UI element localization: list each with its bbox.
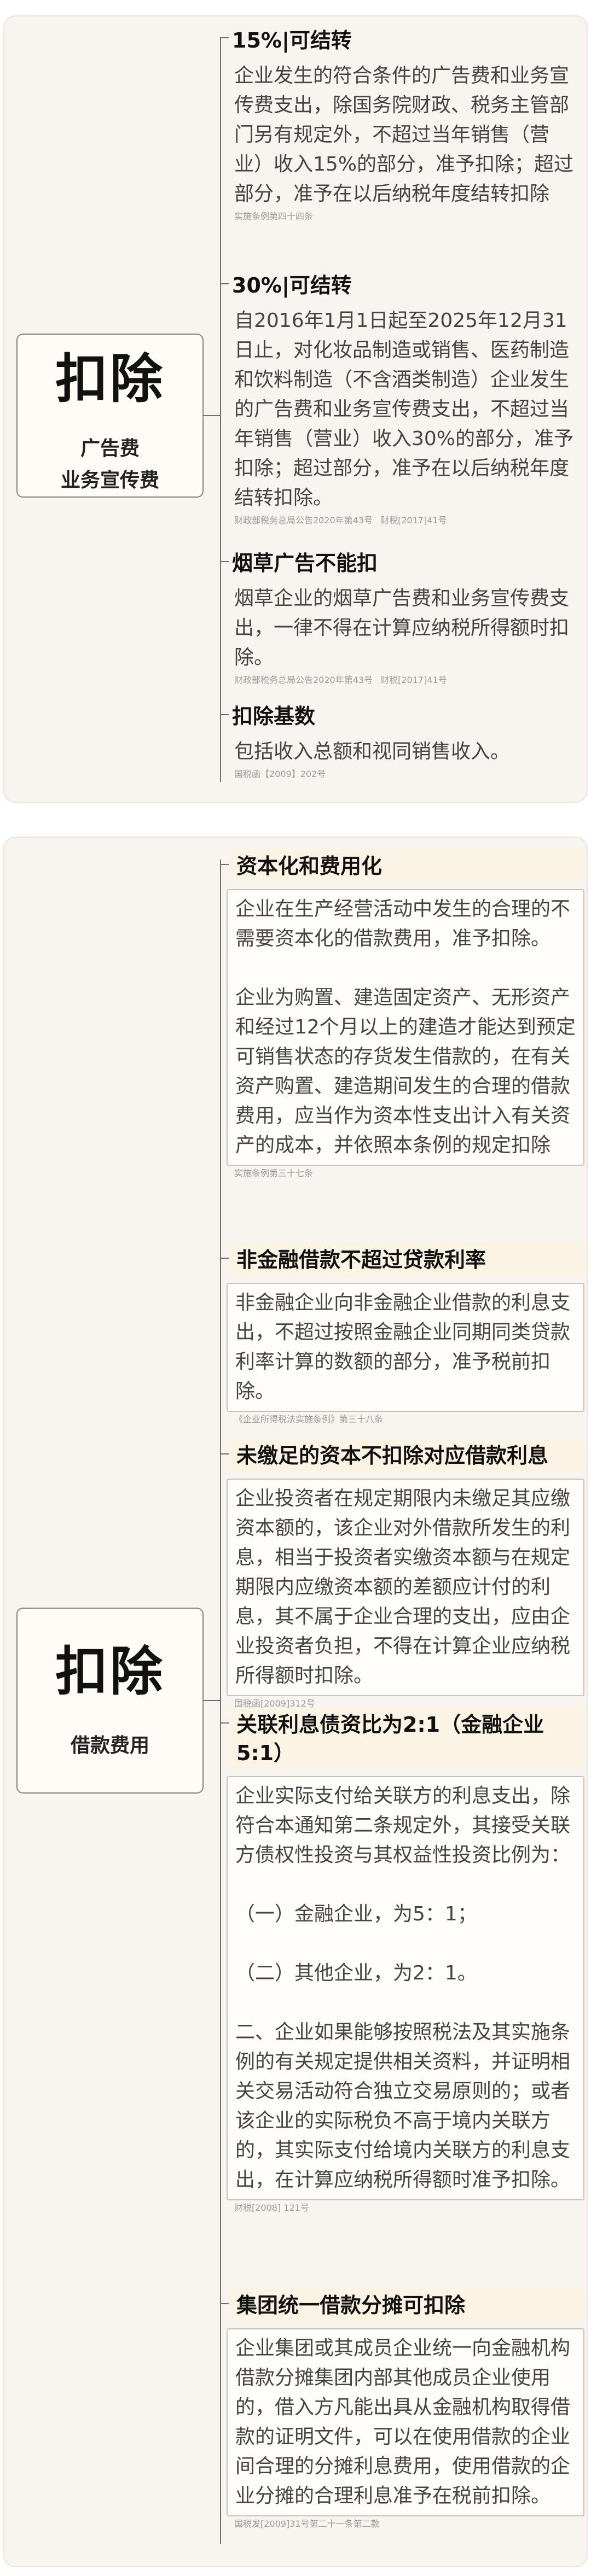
topic-label: 集团统一借款分摊可扣除 [229, 2289, 584, 2322]
topic-label: 资本化和费用化 [229, 850, 584, 883]
branch-deduction-base[interactable]: 扣除基数 包括收入总额和视同销售收入。 国税函【2009】202号 [229, 700, 584, 782]
topic-label: 关联利息债资比为2:1（金融企业5:1） [229, 1708, 584, 1769]
citation: 财税[2008] 121号 [234, 2203, 309, 2213]
root-node-advertising[interactable]: 扣除 广告费 业务宣传费 [16, 334, 204, 498]
branch-group-loan[interactable]: 集团统一借款分摊可扣除 企业集团或其成员企业统一向金融机构借款分摊集团内部其他成… [227, 2289, 584, 2532]
root-connector [204, 1700, 220, 1701]
citation: 实施条例第四十四条 [234, 211, 314, 221]
topic-label: 烟草广告不能扣 [232, 551, 378, 575]
root-subtitle-2: 业务宣传费 [60, 469, 159, 492]
tick [220, 1453, 229, 1455]
citation: 国税函[2009]312号 [234, 1698, 315, 1709]
branch-30-percent[interactable]: 30%|可结转 自2016年1月1日起至2025年12月31日止，对化妆品制造或… [229, 269, 584, 528]
branch-tobacco[interactable]: 烟草广告不能扣 烟草企业的烟草广告费和业务宣传费支出，一律不得在计算应纳税所得额… [229, 547, 584, 688]
branch-unpaid-capital[interactable]: 未缴足的资本不扣除对应借款利息 企业投资者在规定期限内未缴足其应缴资本额的，该企… [227, 1439, 584, 1712]
root-connector [204, 415, 220, 416]
tick [220, 864, 229, 865]
branch-non-financial-rate[interactable]: 非金融借款不超过贷款利率 非金融企业向非金融企业借款的利息支出，不超过按照金融企… [227, 1243, 584, 1427]
citation: 国税发[2009]31号第二十一条第二款 [234, 2519, 380, 2529]
citation: 《企业所得税法实施条例》第三十八条 [234, 1414, 384, 1424]
tick [220, 37, 229, 38]
topic-label: 未缴足的资本不扣除对应借款利息 [229, 1439, 584, 1472]
citation: 财政部税务总局公告2020年第43号财税[2017]41号 [234, 515, 447, 525]
topic-body: 非金融企业向非金融企业借款的利息支出，不超过按照金融企业同期同类贷款利率计算的数… [227, 1283, 584, 1412]
topic-body: 企业投资者在规定期限内未缴足其应缴资本额的，该企业对外借款所发生的利息，相当于投… [227, 1479, 584, 1696]
topic-body: 企业发生的符合条件的广告费和业务宣传费支出，除国务院财政、税务主管部门另有规定外… [234, 65, 574, 205]
topic-body: 自2016年1月1日起至2025年12月31日止，对化妆品制造或销售、医药制造和… [234, 309, 574, 509]
tick [220, 1722, 229, 1724]
topic-label: 15%|可结转 [232, 28, 352, 52]
root-subtitle-1: 广告费 [80, 437, 140, 460]
topic-label: 非金融借款不超过贷款利率 [229, 1243, 584, 1276]
topic-body: 企业在生产经营活动中发生的合理的不需要资本化的借款费用，准予扣除。 企业为购置、… [227, 889, 584, 1166]
tick [220, 561, 229, 562]
branch-line [220, 860, 221, 2544]
topic-body: 烟草企业的烟草广告费和业务宣传费支出，一律不得在计算应纳税所得额时扣除。 [234, 587, 570, 669]
branch-related-party-ratio[interactable]: 关联利息债资比为2:1（金融企业5:1） 企业实际支付给关联方的利息支出，除符合… [227, 1708, 584, 2216]
tick [220, 2303, 229, 2304]
tick [220, 1258, 229, 1259]
topic-label: 30%|可结转 [232, 273, 352, 297]
topic-label: 扣除基数 [232, 704, 316, 728]
branch-15-percent[interactable]: 15%|可结转 企业发生的符合条件的广告费和业务宣传费支出，除国务院财政、税务主… [229, 24, 584, 224]
topic-body: 企业集团或其成员企业统一向金融机构借款分摊集团内部其他成员企业使用的，借入方凡能… [227, 2328, 584, 2516]
mindmap-card-borrowing: 扣除 借款费用 资本化和费用化 企业在生产经营活动中发生的合理的不需要资本化的借… [3, 837, 588, 2567]
root-title: 扣除 [55, 1641, 165, 1702]
branch-line [220, 38, 221, 782]
tick [220, 714, 229, 715]
root-node-borrowing[interactable]: 扣除 借款费用 [16, 1608, 204, 1794]
topic-body: 企业实际支付给关联方的利息支出，除符合本通知第二条规定外，其接受关联方债权性投资… [227, 1776, 584, 2200]
citation: 实施条例第三十七条 [234, 1168, 314, 1178]
topic-body: 包括收入总额和视同销售收入。 [234, 740, 511, 763]
mindmap-card-advertising: 扣除 广告费 业务宣传费 15%|可结转 企业发生的符合条件的广告费和业务宣传费… [3, 15, 588, 803]
citation: 国税函【2009】202号 [234, 769, 326, 779]
branch-capitalization[interactable]: 资本化和费用化 企业在生产经营活动中发生的合理的不需要资本化的借款费用，准予扣除… [227, 850, 584, 1181]
root-subtitle-1: 借款费用 [70, 1734, 149, 1757]
tick [220, 283, 229, 284]
citation: 财政部税务总局公告2020年第43号财税[2017]41号 [234, 675, 447, 685]
root-title: 扣除 [55, 348, 165, 410]
